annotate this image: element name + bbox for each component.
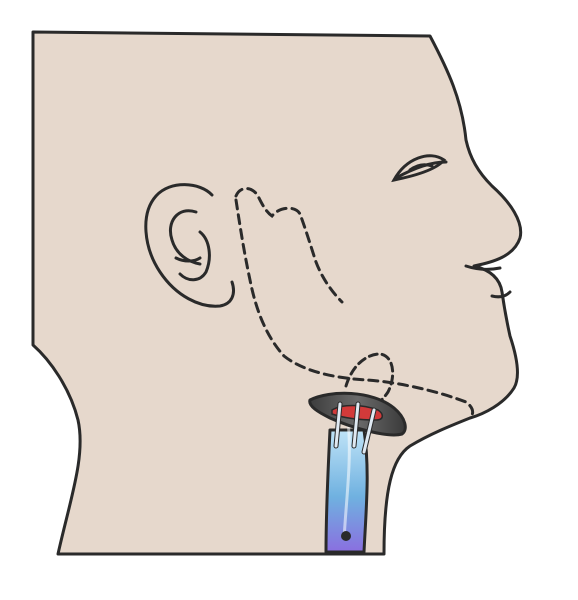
facial-incision-dashed bbox=[234, 187, 344, 304]
mouth bbox=[464, 264, 512, 299]
neck-flap bbox=[308, 391, 407, 455]
eye bbox=[391, 154, 448, 183]
tube-port-dot bbox=[341, 531, 351, 541]
loop-suture-dashed bbox=[344, 352, 395, 414]
ear bbox=[144, 183, 235, 308]
drain-tube bbox=[324, 419, 369, 554]
head-silhouette bbox=[31, 30, 523, 556]
submandibular-incision-dashed bbox=[234, 198, 475, 420]
